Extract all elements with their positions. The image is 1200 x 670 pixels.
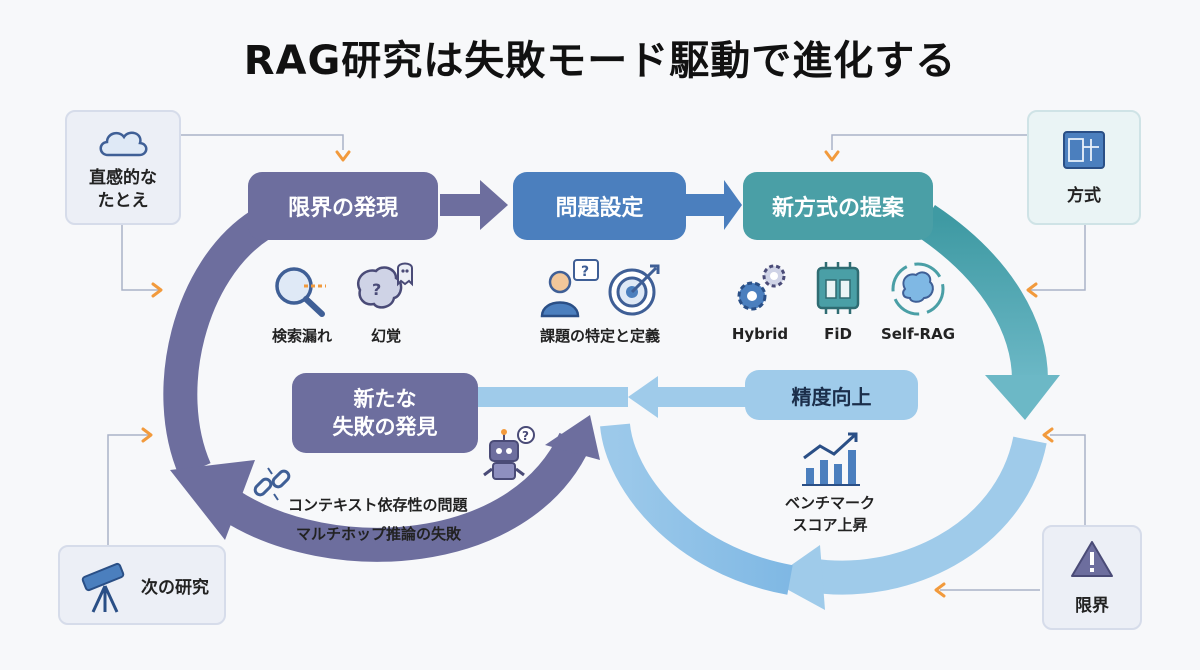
side-card-limit-label: 限界 [1075,596,1109,616]
person-question-icon: ? [540,259,599,318]
accuracy-item-line2: スコア上昇 [792,516,868,534]
loop-arrow-lower-right [807,436,1047,595]
side-card-analogy: 直感的な たとえ [65,110,181,225]
robot-question-icon: ? [483,426,535,480]
limit-item-hallucination: 幻覚 [370,327,401,345]
bar-chart-up-icon [802,432,860,486]
loop-arrow-bottom [220,432,591,562]
side-card-method: 方式 [1027,110,1141,225]
chip-book-icon [816,262,860,314]
stage-accuracy-up: 精度向上 [745,370,918,420]
failure-item-context: コンテキスト依存性の問題 [288,496,468,514]
method-item-fid: FiD [824,325,852,343]
stage-accuracy-up-label: 精度向上 [791,384,872,409]
side-card-next-research: 次の研究 [58,545,226,625]
method-item-hybrid: Hybrid [731,325,789,343]
diagram-title: RAG研究は失敗モード駆動で進化する [243,38,957,84]
gears-icon [737,264,786,311]
stage-limit-discovery: 限界の発現 [248,172,438,240]
telescope-icon [81,562,125,613]
magnifier-icon [275,267,326,317]
brain-ghost-icon: ? [357,262,413,309]
loop-arrowhead-lower-right [770,545,825,610]
blueprint-icon [1063,131,1105,169]
svg-text:?: ? [372,280,381,299]
stage-new-failure-line1: 新たな [353,386,417,411]
stage-new-failure: 新たな 失敗の発見 [292,373,478,453]
stage-new-method: 新方式の提案 [743,172,933,240]
method-item-self-rag: Self-RAG [880,325,956,343]
loop-arrow-right [914,205,1048,381]
arrow-to-problem [480,180,508,230]
loop-arrow-inner [600,422,793,595]
side-card-method-label: 方式 [1067,186,1101,206]
side-card-analogy-line2: たとえ [97,190,149,211]
side-card-analogy-line1: 直感的な [89,167,157,188]
stage-limit-discovery-label: 限界の発現 [287,196,398,221]
svg-text:?: ? [581,264,589,280]
loop-arrowhead-right [985,375,1060,420]
stage-new-failure-line2: 失敗の発見 [332,415,438,439]
problem-item-definition: 課題の特定と定義 [539,327,660,345]
cloud-icon [99,131,148,156]
svg-text:?: ? [522,429,529,443]
limit-item-search-miss: 検索漏れ [271,327,332,345]
side-card-next-research-label: 次の研究 [141,577,209,598]
loop-arrowhead-center [545,415,600,460]
failure-item-multihop: マルチホップ推論の失敗 [296,525,462,543]
stage-problem-setting: 問題設定 [513,172,686,240]
accuracy-item-line1: ベンチマーク [784,494,875,512]
loop-arrow-left [163,210,270,477]
arrow-to-new-failure [628,376,658,418]
target-icon [608,264,660,316]
broken-link-icon [253,467,291,501]
stage-new-method-label: 新方式の提案 [771,196,904,221]
arrow-to-method [724,180,742,230]
stage-problem-setting-label: 問題設定 [555,196,644,221]
brain-cycle-icon [891,262,945,316]
side-card-limit: 限界 [1042,525,1142,630]
loop-arrowhead-bottom [170,460,255,540]
warning-icon [1071,541,1113,577]
